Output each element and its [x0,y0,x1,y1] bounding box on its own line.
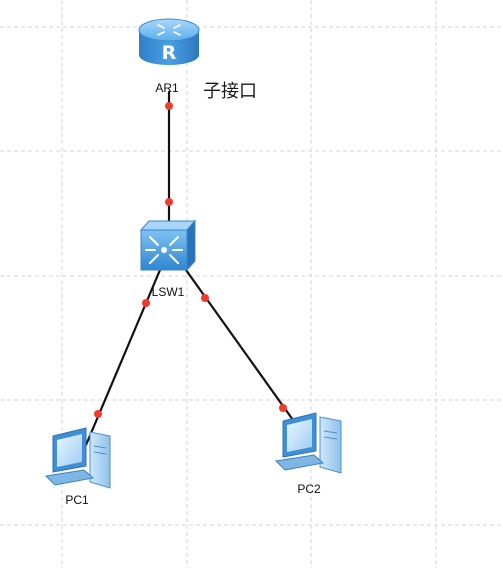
device-label: LSW1 [152,285,185,299]
pc-icon [44,427,111,489]
router-icon: R [138,18,200,65]
port-dots [94,102,287,418]
port-dot[interactable] [94,410,102,418]
switch-icon [139,219,197,272]
device-label: PC1 [65,493,89,507]
device-pc2[interactable]: PC2 [274,412,342,496]
device-router-ar1[interactable]: R AR1 [138,18,200,95]
device-label: PC2 [297,482,321,496]
pc-icon [274,412,342,474]
port-dot[interactable] [279,404,287,412]
port-dot[interactable] [142,299,150,307]
device-label: AR1 [155,81,179,95]
annotation-text: 子接口 [203,81,257,102]
link-lsw1-pc1[interactable] [84,268,162,447]
links [84,90,295,447]
port-dot[interactable] [165,198,173,206]
svg-text:R: R [162,42,177,64]
link-lsw1-pc2[interactable] [184,268,295,422]
device-pc1[interactable]: PC1 [44,427,111,507]
device-switch-lsw1[interactable]: LSW1 [139,219,197,299]
port-dot[interactable] [201,294,209,302]
port-dot[interactable] [165,102,173,110]
